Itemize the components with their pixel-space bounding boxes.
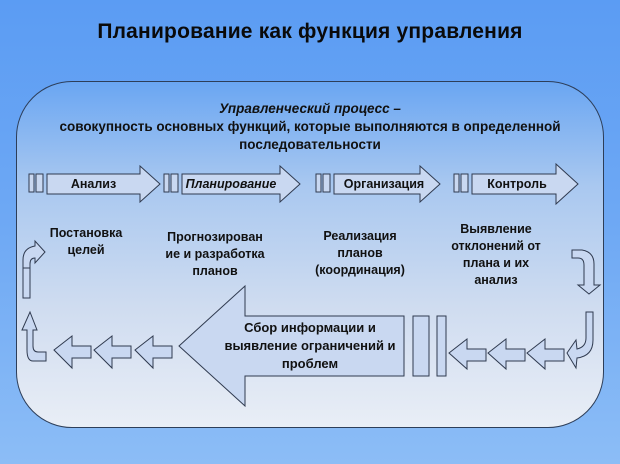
step-line: (координация): [315, 263, 405, 277]
page-title: Планирование как функция управления: [97, 20, 523, 43]
feedback-text: Сбор информации и выявление ограничений …: [210, 319, 410, 373]
feedback-line: Сбор информации и: [244, 320, 376, 335]
feedback-line: выявление ограничений и: [224, 338, 396, 353]
step-deviation-analysis: Выявление отклонений от плана и их анали…: [440, 221, 552, 289]
step-line: ие и разработка: [165, 247, 265, 261]
step-implementation: Реализация планов (координация): [305, 228, 415, 279]
step-line: планов: [192, 264, 238, 278]
feedback-line: проблем: [281, 356, 339, 371]
step-line: Реализация: [323, 229, 397, 243]
arrow-left-icon: [487, 337, 526, 371]
arrow-left-icon: [526, 337, 565, 371]
bar-icon: [35, 173, 44, 193]
arrow-left-icon: [134, 334, 173, 370]
step-goal-setting: Постановка целей: [38, 225, 134, 259]
bar-icon: [453, 173, 460, 193]
function-label-organization: Организация: [343, 177, 425, 191]
step-line: отклонений от: [451, 239, 541, 253]
curved-arrow-up-icon: [21, 310, 47, 362]
step-line: Выявление: [460, 222, 532, 236]
definition-line-2: последовательности: [239, 137, 381, 152]
arrow-left-icon: [448, 337, 487, 371]
arrow-right-icon: [471, 162, 579, 206]
definition-line-1: совокупность основных функций, которые в…: [59, 119, 561, 134]
step-line: планов: [337, 246, 383, 260]
step-line: плана и их: [462, 256, 530, 270]
step-line: Прогнозирован: [167, 230, 263, 244]
feedback-arrow-icon: [178, 284, 405, 408]
bar-icon: [315, 173, 322, 193]
step-line: Постановка: [49, 226, 123, 240]
bar-icon: [460, 173, 469, 193]
bar-icon: [163, 173, 170, 193]
arrow-left-icon: [93, 334, 132, 370]
step-line: анализ: [474, 273, 518, 287]
bar-icon: [412, 315, 430, 377]
function-label-planning: Планирование: [185, 177, 277, 191]
arrow-right-icon: [46, 164, 161, 204]
function-arrow-control: [453, 162, 579, 206]
bar-icon: [170, 173, 179, 193]
step-forecasting: Прогнозирован ие и разработка планов: [155, 229, 275, 280]
function-label-analysis: Анализ: [70, 177, 117, 191]
curved-arrow-down-icon: [571, 249, 602, 295]
function-arrow-planning: [163, 164, 301, 204]
definition-term: Управленческий процесс –: [0, 101, 620, 116]
function-arrow-organization: [315, 164, 441, 204]
curved-arrow-left-icon: [566, 311, 594, 370]
step-line: целей: [67, 243, 105, 257]
function-label-control: Контроль: [487, 177, 547, 191]
arrow-right-icon: [333, 164, 441, 204]
bar-icon: [322, 173, 331, 193]
function-arrow-analysis: [28, 164, 161, 204]
definition-term-text: Управленческий процесс –: [219, 101, 401, 116]
connector-bar-icon: [22, 267, 31, 299]
bar-icon: [436, 315, 447, 377]
bar-icon: [28, 173, 35, 193]
arrow-left-icon: [53, 334, 92, 370]
arrow-right-icon: [181, 164, 301, 204]
